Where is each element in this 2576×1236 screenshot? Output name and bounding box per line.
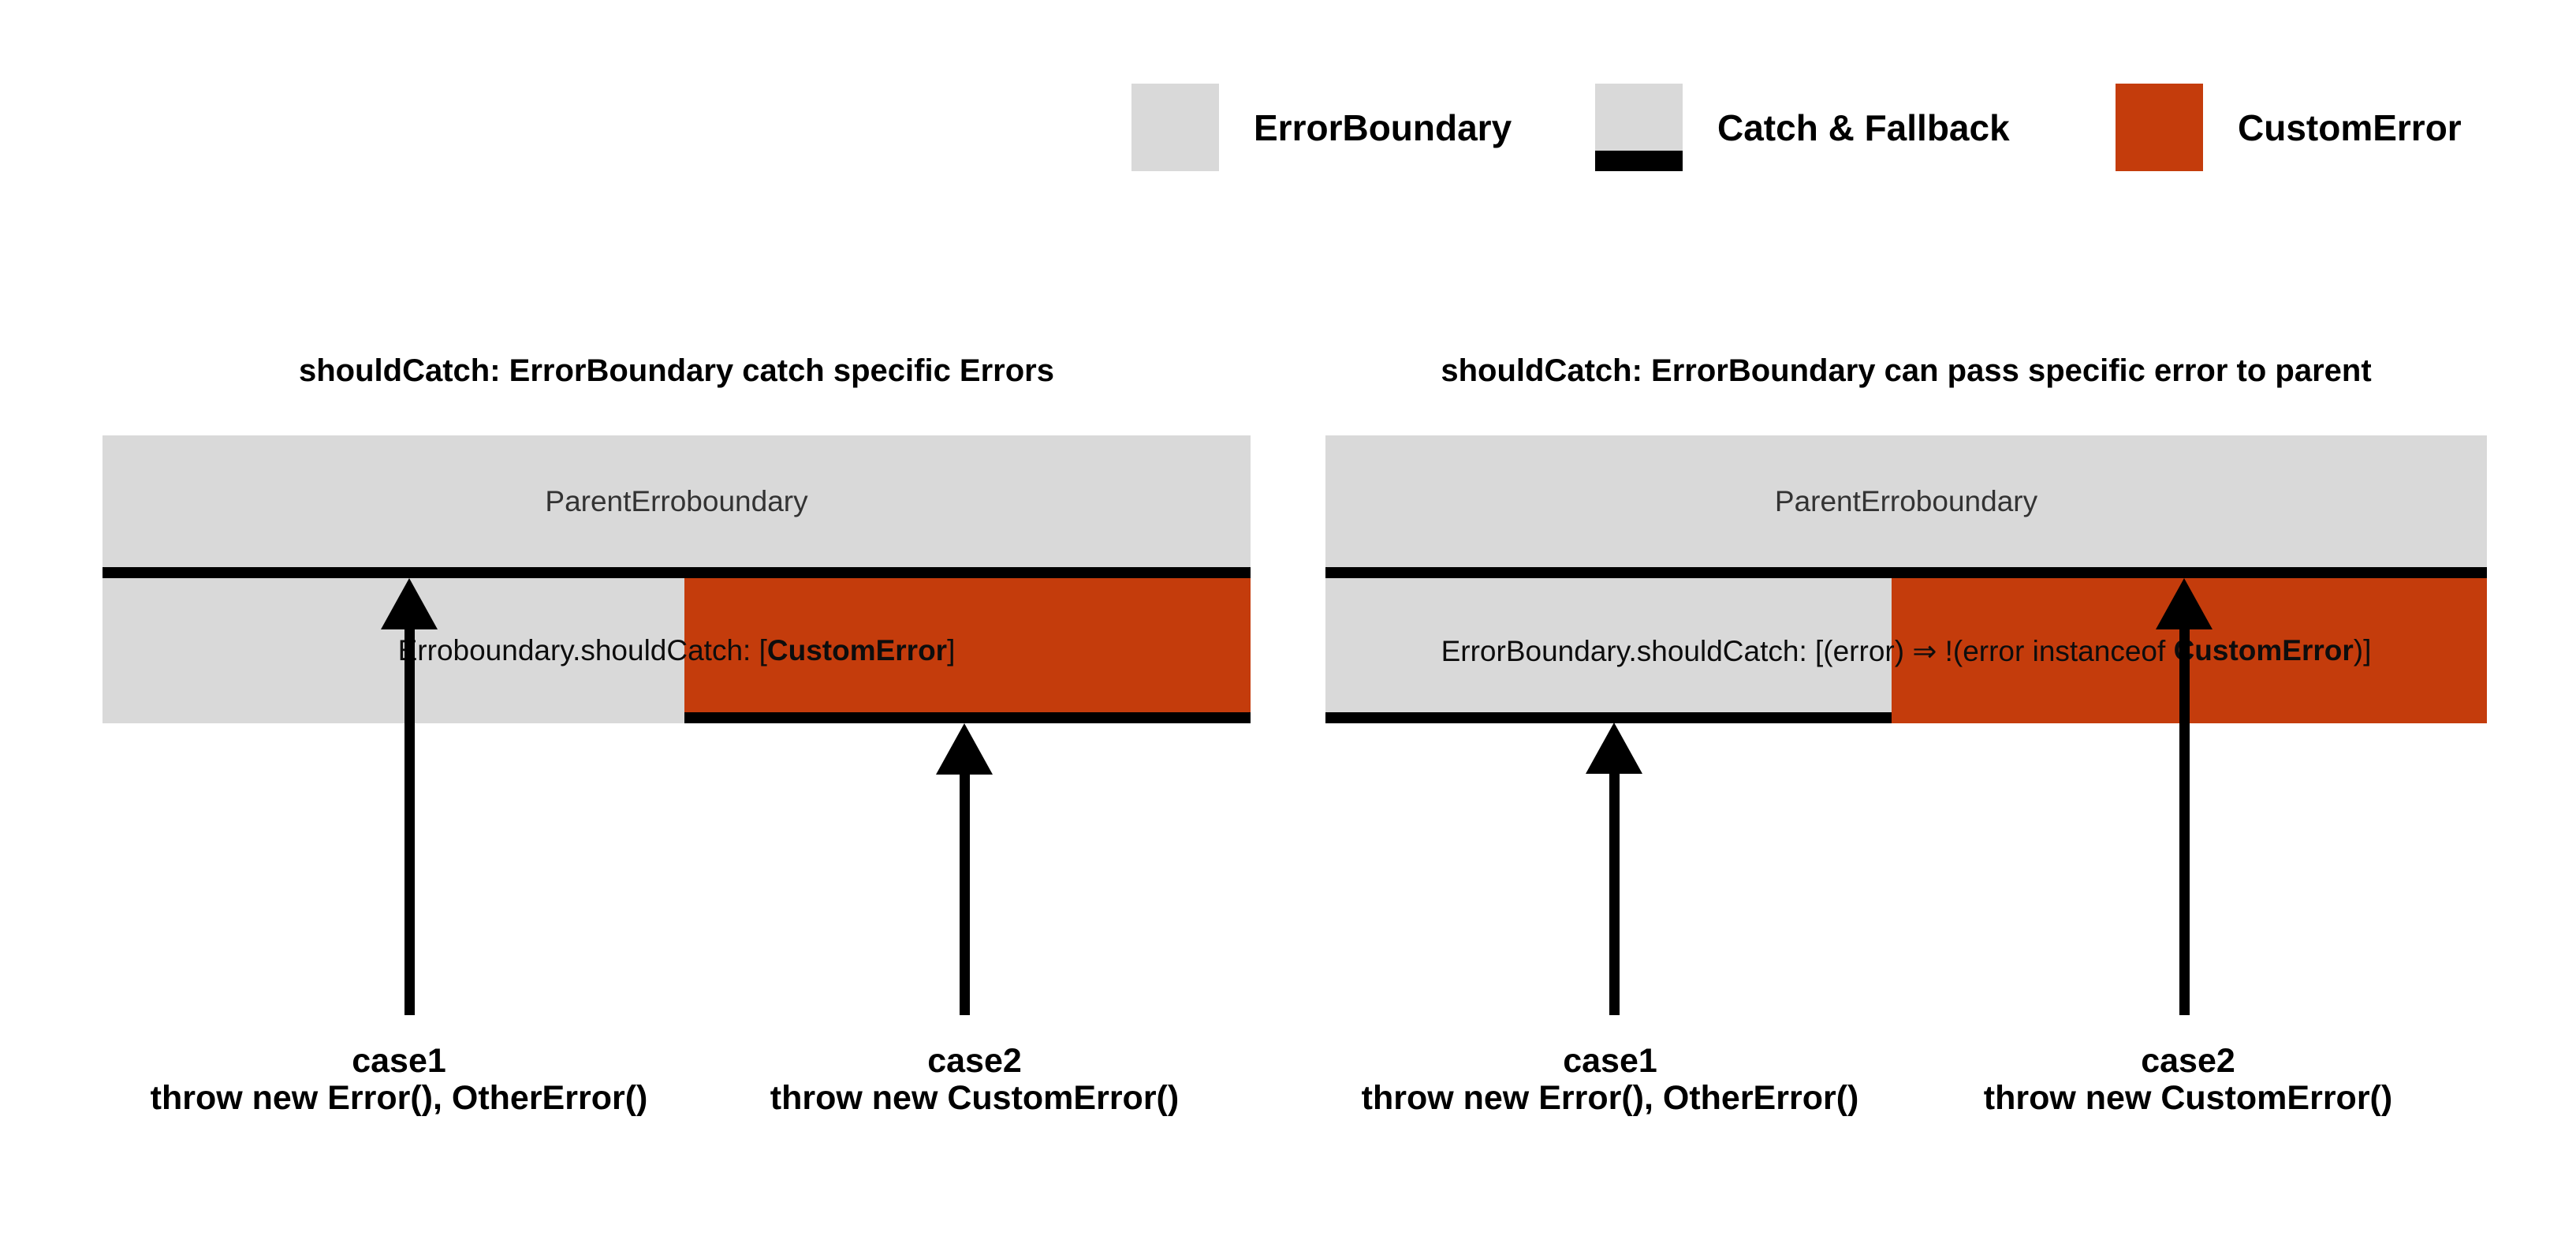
custom-error-region xyxy=(684,578,1251,712)
legend-label: ErrorBoundary xyxy=(1254,106,1512,148)
left-case1-label: case1 throw new Error(), OtherError() xyxy=(123,1043,675,1117)
child-errorboundary-row: Erroboundary.shouldCatch: [CustomError] xyxy=(103,578,1251,723)
right-case2-label: case2 throw new CustomError() xyxy=(1912,1043,2464,1117)
rule-prefix: Erroboundary.shouldCatch: [ xyxy=(397,634,767,667)
catch-fallback-swatch-icon xyxy=(1595,84,1683,171)
legend-item-customerror: CustomError xyxy=(2116,84,2462,171)
arrow-shaft xyxy=(1609,774,1620,1015)
child-errorboundary-row: ErrorBoundary.shouldCatch: [(error) ⇒ !(… xyxy=(1325,578,2487,723)
left-case2-arrow-icon xyxy=(936,723,993,1015)
right-case2-arrow-icon xyxy=(2156,578,2213,1015)
parent-errorboundary-box: ParentErroboundary xyxy=(1325,435,2487,567)
custom-error-swatch-icon xyxy=(2116,84,2203,171)
left-case2-label: case2 throw new CustomError() xyxy=(699,1043,1251,1117)
case-code: throw new Error(), OtherError() xyxy=(1361,1079,1859,1117)
should-catch-rule: Erroboundary.shouldCatch: [CustomError] xyxy=(103,578,1251,723)
legend-item-catch-fallback: Catch & Fallback xyxy=(1595,84,2010,171)
legend-label: CustomError xyxy=(2238,106,2462,148)
case-code: throw new CustomError() xyxy=(770,1079,1180,1117)
rule-suffix: ] xyxy=(947,634,956,667)
rule-bold-customerror: CustomError xyxy=(766,634,948,667)
left-panel: ParentErroboundary Erroboundary.shouldCa… xyxy=(103,435,1251,723)
case-code: throw new CustomError() xyxy=(1983,1079,2393,1117)
left-panel-title: shouldCatch: ErrorBoundary catch specifi… xyxy=(298,353,1054,388)
parent-errorboundary-label: ParentErroboundary xyxy=(1774,484,2038,517)
child-catch-bar xyxy=(1325,712,1892,723)
case-name: case1 xyxy=(352,1042,446,1080)
case-name: case2 xyxy=(927,1042,1022,1080)
rule-bold-customerror: CustomError xyxy=(2173,634,2354,667)
parent-errorboundary-box: ParentErroboundary xyxy=(103,435,1251,567)
left-case1-arrow-icon xyxy=(381,578,438,1015)
rule-prefix: ErrorBoundary.shouldCatch: [(error) ⇒ !(… xyxy=(1441,634,2174,667)
legend-item-errorboundary: ErrorBoundary xyxy=(1131,84,1512,171)
arrow-shaft xyxy=(404,629,415,1015)
parent-catch-bar xyxy=(1325,567,2487,578)
arrow-head xyxy=(381,578,438,629)
arrow-head xyxy=(2156,578,2213,629)
arrow-head xyxy=(1586,723,1642,774)
rule-suffix: )] xyxy=(2353,634,2372,667)
should-catch-rule: ErrorBoundary.shouldCatch: [(error) ⇒ !(… xyxy=(1325,578,2487,723)
case-name: case1 xyxy=(1563,1042,1657,1080)
right-panel: ParentErroboundary ErrorBoundary.shouldC… xyxy=(1325,435,2487,723)
right-case1-label: case1 throw new Error(), OtherError() xyxy=(1334,1043,1886,1117)
parent-errorboundary-label: ParentErroboundary xyxy=(545,484,808,517)
right-panel-title: shouldCatch: ErrorBoundary can pass spec… xyxy=(1441,353,2372,388)
arrow-head xyxy=(936,723,993,775)
legend-label: Catch & Fallback xyxy=(1717,106,2010,148)
parent-catch-bar xyxy=(103,567,1251,578)
case-code: throw new Error(), OtherError() xyxy=(150,1079,648,1117)
right-case1-arrow-icon xyxy=(1586,723,1642,1015)
case-name: case2 xyxy=(2141,1042,2235,1080)
arrow-shaft xyxy=(959,775,970,1015)
arrow-shaft xyxy=(2179,629,2190,1015)
error-boundary-swatch-icon xyxy=(1131,84,1219,171)
caught-region xyxy=(1325,578,1892,712)
child-catch-bar xyxy=(684,712,1251,723)
